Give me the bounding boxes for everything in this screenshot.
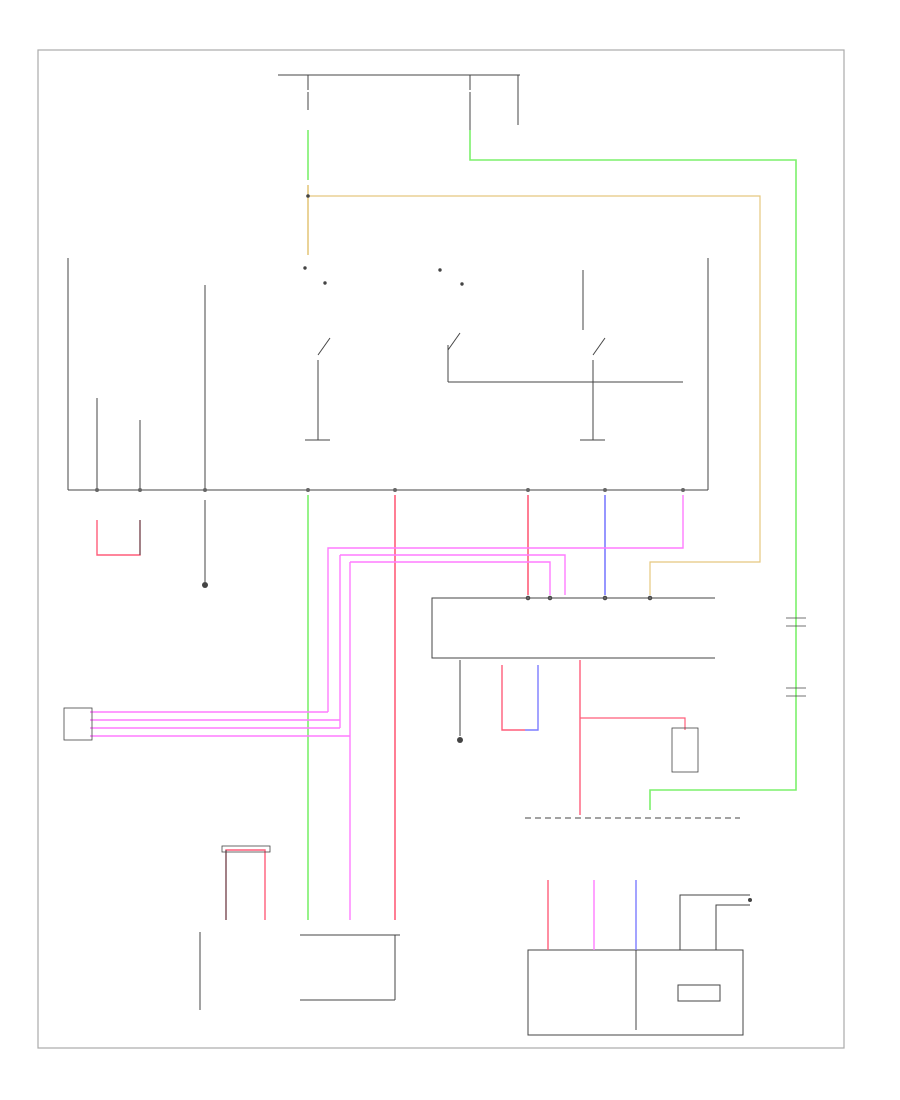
right-connector-ticks xyxy=(786,617,806,697)
control-unit-box xyxy=(67,258,709,491)
switch-contacts xyxy=(303,266,606,356)
left-connector xyxy=(63,707,93,741)
wire-red-loop-2 xyxy=(501,665,525,731)
wire-green-right xyxy=(469,130,797,810)
top-fuse-block xyxy=(278,74,520,130)
wire-tan-run xyxy=(308,195,761,595)
control-unit-pins xyxy=(95,488,685,492)
wire-red-motor-left xyxy=(225,849,266,920)
wire-red-branch xyxy=(580,717,686,730)
diagram-frame xyxy=(37,49,845,1049)
switch-unit-box xyxy=(431,595,715,659)
center-motor xyxy=(300,934,400,1001)
bottom-right-module xyxy=(527,894,750,1036)
wire-blue-loop xyxy=(525,665,539,731)
wire-magenta-group xyxy=(90,495,684,920)
wire-red-loop xyxy=(96,520,141,556)
